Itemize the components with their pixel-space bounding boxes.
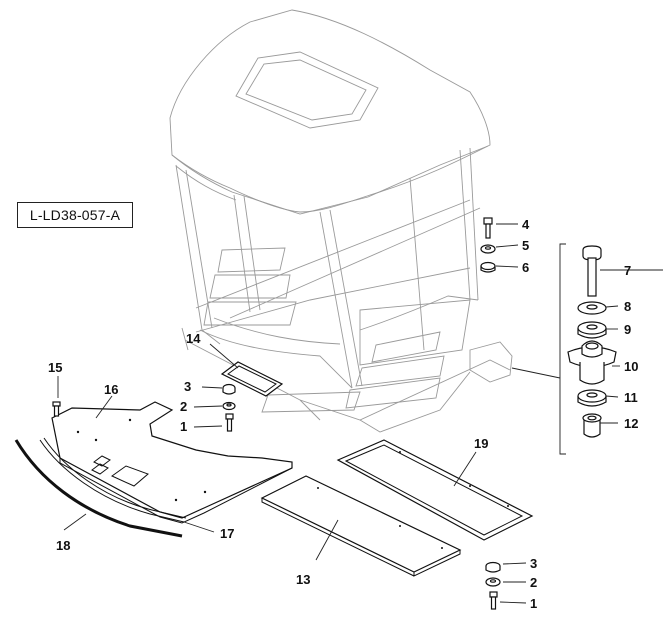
- group-bracket: [559, 243, 566, 455]
- callout-2-upper: 2: [180, 399, 187, 414]
- part-3-nut-lower: [485, 561, 501, 573]
- callout-6: 6: [522, 260, 529, 275]
- callout-14: 14: [186, 331, 201, 346]
- part-17-edge-trim: [39, 437, 187, 523]
- callout-3-lower: 3: [530, 556, 537, 571]
- reference-code-label: L-LD38-057-A: [17, 202, 133, 228]
- callout-16: 16: [104, 382, 118, 397]
- part-9-spacer: [577, 321, 607, 339]
- callout-8: 8: [624, 299, 631, 314]
- callout-4: 4: [522, 217, 530, 232]
- callout-15: 15: [48, 360, 62, 375]
- leader-lines: [57, 223, 663, 604]
- part-8-washer: [577, 301, 607, 315]
- callout-labels: 3 2 1 4 5 6 7 8 9 10 11 12 13 14 15 16 1…: [48, 217, 638, 611]
- part-7-bolt: [582, 245, 602, 297]
- part-16-floor-plate: [51, 401, 293, 524]
- part-2-washer-lower: [485, 577, 501, 587]
- callout-3-upper: 3: [184, 379, 191, 394]
- callout-7: 7: [624, 263, 631, 278]
- part-14-small-plate: [220, 361, 284, 397]
- callout-17: 17: [220, 526, 234, 541]
- callout-12: 12: [624, 416, 638, 431]
- part-5-washer: [480, 244, 496, 254]
- part-3-nut-upper: [222, 383, 236, 395]
- part-10-rubber-mount: [567, 340, 617, 385]
- part-12-nut: [582, 413, 602, 438]
- part-1-bolt-upper: [225, 413, 234, 432]
- part-6-nut: [480, 261, 496, 273]
- callout-9: 9: [624, 322, 631, 337]
- part-18-edge-strip: [14, 439, 183, 538]
- callout-5: 5: [522, 238, 529, 253]
- part-19-panel: [336, 439, 534, 541]
- callout-1-lower: 1: [530, 596, 537, 611]
- callout-11: 11: [624, 390, 638, 405]
- callout-2-lower: 2: [530, 575, 537, 590]
- part-2-washer-upper: [222, 401, 236, 411]
- callout-10: 10: [624, 359, 638, 374]
- part-13-panel: [260, 475, 462, 577]
- part-15-screw: [52, 401, 61, 417]
- part-11-washer: [577, 389, 607, 407]
- group-leader: [511, 367, 561, 379]
- callout-18: 18: [56, 538, 70, 553]
- part-4-bolt: [483, 217, 493, 239]
- callout-1-upper: 1: [180, 419, 187, 434]
- callout-19: 19: [474, 436, 488, 451]
- callout-13: 13: [296, 572, 310, 587]
- cab-ghost-outline: [169, 9, 513, 433]
- part-1-bolt-lower: [489, 591, 498, 610]
